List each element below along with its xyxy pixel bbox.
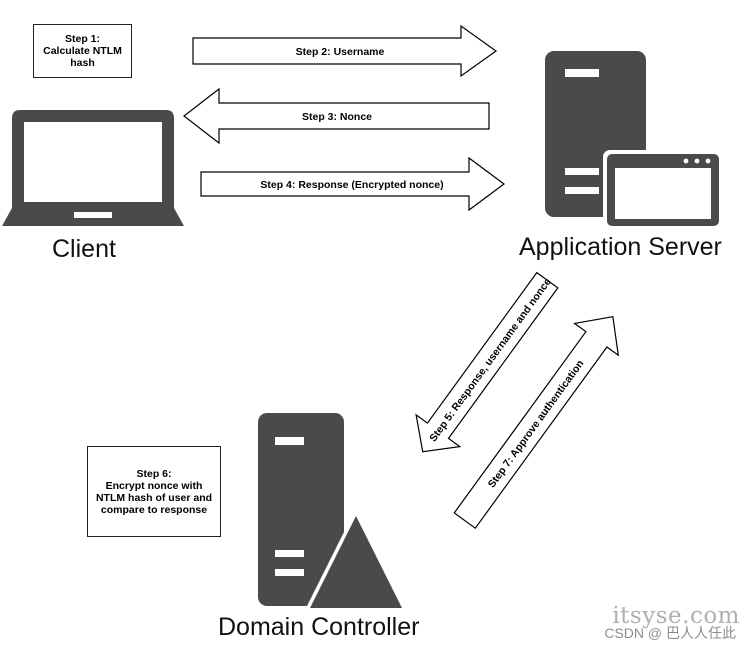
domain-controller-icon [258, 413, 344, 606]
client-label: Client [52, 235, 116, 263]
arrow-step4: Step 4: Response (Encrypted nonce) [200, 156, 506, 212]
warning-triangle-icon [304, 508, 410, 612]
browser-window-icon [603, 150, 723, 230]
arrow-step5: Step 5: Response, username and nonce [415, 271, 559, 453]
arrow-step7: Step 7: Approve authentication [453, 315, 620, 530]
laptop-icon [2, 110, 184, 226]
arrow-step3: Step 3: Nonce [183, 87, 490, 145]
domain-controller-label: Domain Controller [218, 613, 420, 641]
step1-note: Step 1: Calculate NTLM hash [33, 24, 132, 78]
watermark-main: itsyse.com [612, 603, 740, 629]
step6-note: Step 6: Encrypt nonce with NTLM hash of … [87, 446, 221, 537]
arrow-step2: Step 2: Username [192, 24, 498, 78]
arrow-step7-label: Step 7: Approve authentication [486, 358, 587, 490]
arrow-step4-label: Step 4: Response (Encrypted nonce) [260, 179, 443, 191]
app-server-label: Application Server [519, 233, 722, 261]
arrow-step2-label: Step 2: Username [296, 46, 385, 58]
arrow-step3-label: Step 3: Nonce [302, 111, 372, 123]
watermark-sub: CSDN @ 巴人人任此 [604, 625, 736, 641]
